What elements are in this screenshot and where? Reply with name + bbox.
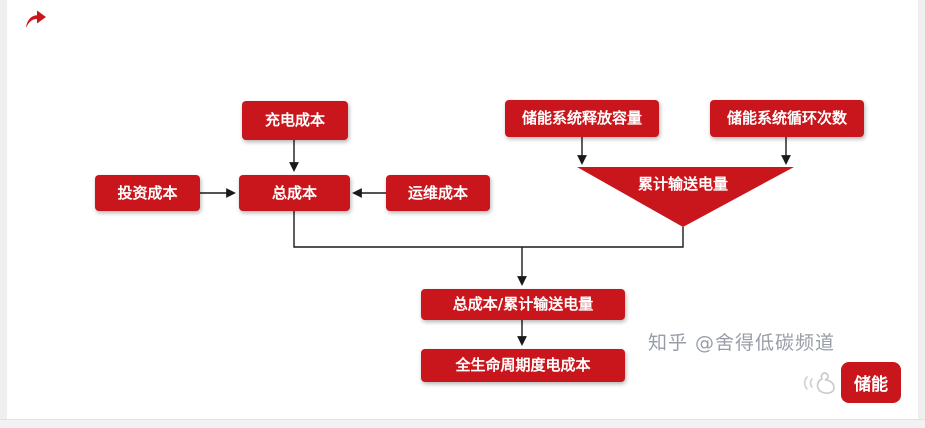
node-cost-per-energy-label: 总成本/累计输送电量 — [452, 295, 594, 314]
cumulative-energy-triangle — [577, 167, 794, 227]
node-charging-cost: 充电成本 — [242, 101, 348, 140]
node-om-cost-label: 运维成本 — [407, 183, 468, 202]
node-release-capacity-label: 储能系统释放容量 — [521, 109, 642, 128]
left-page-gutter — [0, 0, 7, 428]
node-release-capacity: 储能系统释放容量 — [505, 100, 659, 137]
node-cumulative-energy-label: 累计输送电量 — [637, 175, 728, 193]
share-icon[interactable] — [24, 8, 48, 30]
node-lifecycle-cost: 全生命周期度电成本 — [421, 349, 625, 382]
node-charging-cost-label: 充电成本 — [264, 111, 325, 130]
node-cycle-count-label: 储能系统循环次数 — [726, 109, 847, 128]
node-lifecycle-cost-label: 全生命周期度电成本 — [455, 356, 591, 375]
node-total-cost-label: 总成本 — [271, 183, 317, 202]
node-om-cost: 运维成本 — [386, 175, 490, 211]
bird-logo-icon — [803, 371, 835, 394]
edge-merge-connector — [293, 211, 684, 248]
watermark-text: 知乎 @舍得低碳频道 — [648, 332, 836, 354]
node-investment-cost-label: 投资成本 — [117, 183, 178, 202]
right-page-gutter — [918, 0, 925, 428]
brand-badge: 储能 — [841, 362, 901, 403]
brand-logo: 储能 — [800, 362, 901, 403]
node-cost-per-energy: 总成本/累计输送电量 — [421, 289, 625, 320]
node-total-cost: 总成本 — [239, 175, 350, 211]
node-investment-cost: 投资成本 — [95, 175, 200, 211]
bottom-page-edge — [0, 419, 925, 428]
node-cycle-count: 储能系统循环次数 — [710, 100, 864, 137]
